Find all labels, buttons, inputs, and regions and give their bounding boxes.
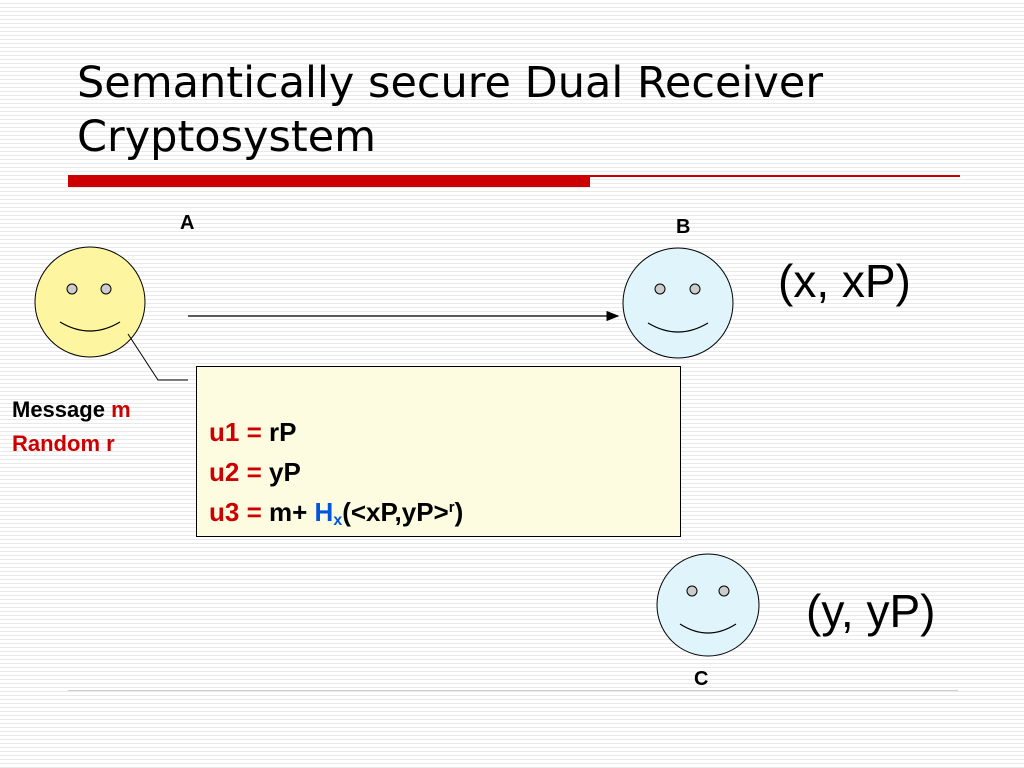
u1-rhs: rP — [268, 417, 297, 447]
party-b-label: B — [676, 216, 691, 238]
hash-function: H — [314, 497, 334, 527]
message-variable: m — [111, 397, 131, 422]
footer-divider — [68, 690, 958, 691]
callout-connector — [127, 333, 188, 381]
party-a-label: A — [180, 212, 195, 234]
u3-lhs: u3 = — [209, 497, 262, 527]
party-c-label: C — [694, 668, 709, 690]
ciphertext-box: u1 = rP u2 = yP u3 = m+ Hx(<xP,yP>r) — [196, 366, 681, 537]
random-note: Random r — [12, 431, 115, 456]
message-note: Message m — [12, 393, 131, 427]
title-underline-thin — [590, 175, 960, 177]
u2-lhs: u2 = — [209, 457, 262, 487]
party-b-key: (x, xP) — [778, 255, 911, 307]
slide-title-line-1: Semantically secure Dual Receiver — [77, 58, 824, 108]
u3-rhs-start: m+ — [268, 497, 308, 527]
party-c-key: (y, yP) — [806, 585, 936, 637]
title-underline-thick — [68, 175, 590, 187]
u1-lhs: u1 = — [209, 417, 262, 447]
hash-close: ) — [454, 497, 464, 527]
hash-exponent: r — [448, 499, 455, 516]
slide-title: Semantically secure Dual Receiver Crypto… — [77, 56, 977, 164]
u2-rhs: yP — [268, 457, 301, 487]
hash-subscript: x — [333, 512, 343, 529]
message-prefix: Message — [12, 397, 105, 422]
u1-equation: u1 = rP — [209, 412, 680, 452]
u3-equation: u3 = m+ Hx(<xP,yP>r) — [209, 492, 680, 532]
hash-argument: (<xP,yP> — [342, 497, 449, 527]
slide-title-line-2: Cryptosystem — [77, 112, 377, 162]
sender-notes: Message m Random r — [12, 393, 131, 461]
u2-equation: u2 = yP — [209, 452, 680, 492]
receiver-c-smiley-face-icon — [656, 553, 760, 657]
sender-a-smiley-face-icon — [34, 246, 146, 358]
receiver-b-smiley-face-icon — [622, 247, 734, 359]
